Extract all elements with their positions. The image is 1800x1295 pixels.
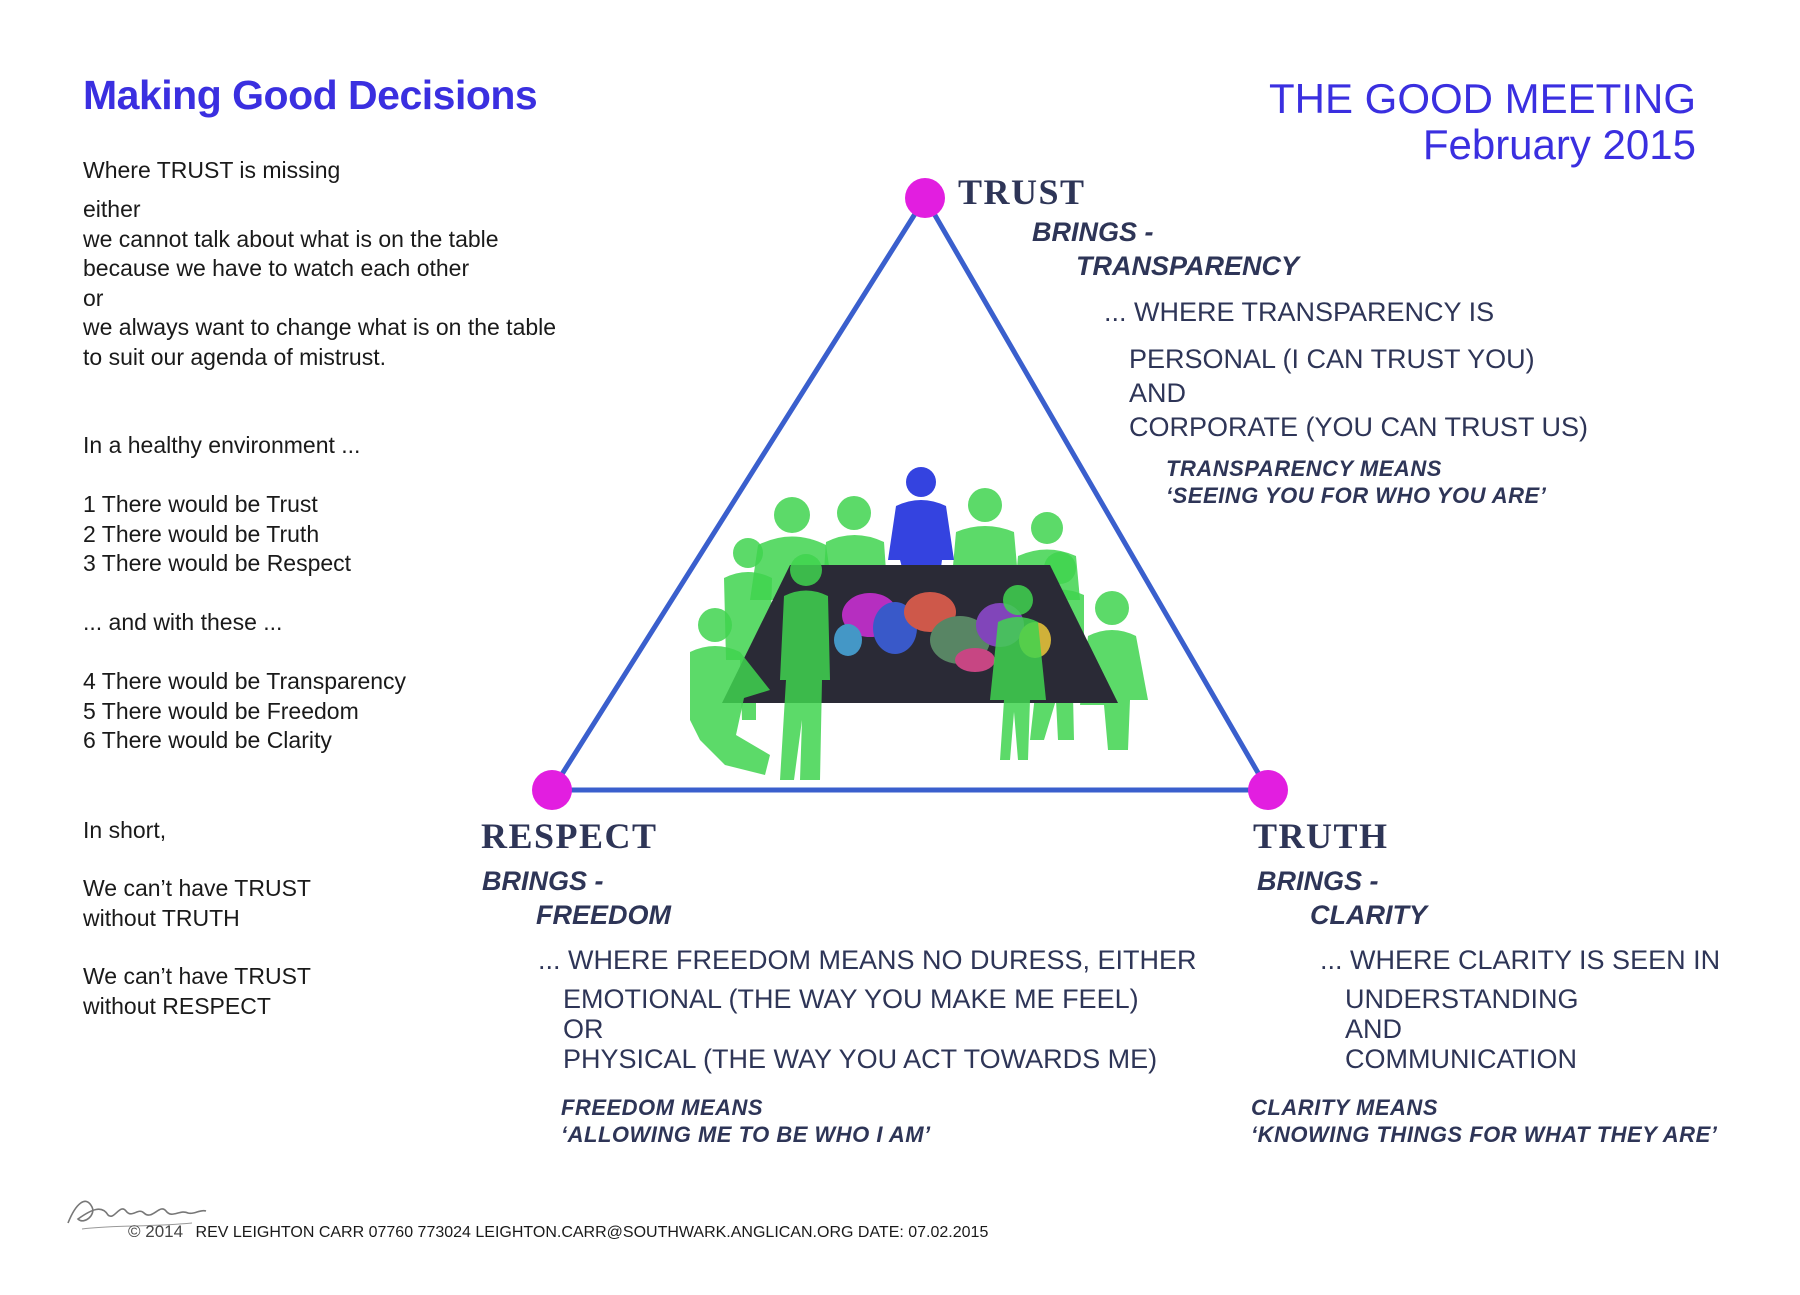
- either-line: we cannot talk about what is on the tabl…: [83, 225, 499, 252]
- either-line: we always want to change what is on the …: [83, 314, 557, 340]
- result-item: 6 There would be Clarity: [83, 727, 332, 753]
- page-title: Making Good Decisions: [83, 72, 538, 118]
- foreground-figures: [690, 554, 1046, 780]
- either-line: to suit our agenda of mistrust.: [83, 343, 386, 370]
- respect-means-line: FREEDOM MEANS: [561, 1095, 764, 1120]
- trust-result: TRANSPARENCY: [1076, 251, 1300, 281]
- figure-front-woman: [990, 585, 1046, 760]
- trust-means: TRANSPARENCY MEANS ‘SEEING YOU FOR WHO Y…: [1166, 455, 1546, 509]
- either-line: because we have to watch each other: [83, 255, 470, 281]
- copyright-text: © 2014: [128, 1222, 184, 1241]
- trust-node: [905, 178, 945, 218]
- respect-where-line: OR: [563, 1014, 604, 1044]
- truth-means-line: ‘KNOWING THINGS FOR WHAT THEY ARE’: [1251, 1122, 1718, 1147]
- respect-where-line: PHYSICAL (THE WAY YOU ACT TOWARDS ME): [563, 1044, 1158, 1074]
- truth-where-lines: UNDERSTANDING AND COMMUNICATION: [1345, 984, 1579, 1074]
- leader-figure: [888, 467, 954, 575]
- result-item: 5 There would be Freedom: [83, 697, 359, 724]
- truth-means: CLARITY MEANS ‘KNOWING THINGS FOR WHAT T…: [1251, 1094, 1717, 1148]
- respect-requirement-line: without RESPECT: [83, 992, 271, 1019]
- respect-label: RESPECT: [481, 816, 658, 856]
- figure-front-left-seated: [690, 608, 770, 775]
- trust-means-line: TRANSPARENCY MEANS: [1166, 456, 1442, 481]
- decision-triangle: [549, 195, 1271, 793]
- trust-missing-heading: Where TRUST is missing: [83, 157, 341, 183]
- trust-where-lines: PERSONAL (I CAN TRUST YOU) AND CORPORATE…: [1129, 342, 1588, 444]
- footer: © 2014 REV LEIGHTON CARR 07760 773024 LE…: [128, 1222, 988, 1242]
- meeting-table: [722, 565, 1118, 703]
- trust-label: TRUST: [958, 172, 1086, 212]
- truth-where-line: COMMUNICATION: [1345, 1044, 1577, 1074]
- figure-left-standing: [724, 538, 772, 720]
- trust-where-intro: ... WHERE TRANSPARENCY IS: [1104, 297, 1495, 327]
- truth-label: TRUTH: [1253, 816, 1389, 856]
- respect-where-lines: EMOTIONAL (THE WAY YOU MAKE ME FEEL) OR …: [563, 984, 1157, 1074]
- meeting-title: THE GOOD MEETING: [1268, 75, 1696, 122]
- healthy-item: 2 There would be Truth: [83, 520, 320, 547]
- respect-where-intro: ... WHERE FREEDOM MEANS NO DURESS, EITHE…: [538, 945, 1197, 975]
- in-short-text: In short,: [83, 817, 167, 843]
- result-list: 4 There would be Transparency 5 There wo…: [83, 667, 406, 756]
- truth-where-line: UNDERSTANDING: [1345, 984, 1579, 1014]
- respect-where-line: EMOTIONAL (THE WAY YOU MAKE ME FEEL): [563, 984, 1139, 1014]
- trust-where-line: AND: [1129, 378, 1187, 408]
- either-line: or: [83, 284, 104, 311]
- truth-result: CLARITY: [1310, 900, 1427, 930]
- trust-where-line: CORPORATE (YOU CAN TRUST US): [1129, 412, 1589, 442]
- respect-node: [532, 770, 572, 810]
- trust-brings: BRINGS -: [1032, 217, 1154, 247]
- respect-means-line: ‘ALLOWING ME TO BE WHO I AM’: [561, 1122, 931, 1147]
- result-item: 4 There would be Transparency: [83, 668, 407, 694]
- figure-front-center: [780, 554, 830, 780]
- healthy-intro: In a healthy environment ...: [83, 432, 361, 458]
- meeting-heading: THE GOOD MEETING February 2015: [1269, 76, 1696, 168]
- meeting-figures-group: [724, 488, 1148, 750]
- respect-brings: BRINGS -: [482, 866, 604, 896]
- either-line: either: [83, 196, 141, 222]
- figure-right-seated: [1080, 591, 1148, 750]
- either-block: either we cannot talk about what is on t…: [83, 195, 556, 372]
- trust-where-line: PERSONAL (I CAN TRUST YOU): [1129, 344, 1535, 374]
- truth-requirement: We can’t have TRUST without TRUTH: [83, 874, 311, 933]
- healthy-list: 1 There would be Trust 2 There would be …: [83, 490, 351, 579]
- truth-requirement-line: We can’t have TRUST: [83, 875, 311, 901]
- healthy-item: 3 There would be Respect: [83, 550, 352, 576]
- respect-result: FREEDOM: [536, 900, 671, 930]
- footer-contact: REV LEIGHTON CARR 07760 773024 LEIGHTON.…: [195, 1224, 989, 1241]
- respect-means: FREEDOM MEANS ‘ALLOWING ME TO BE WHO I A…: [561, 1094, 931, 1148]
- truth-where-line: AND: [1345, 1014, 1403, 1044]
- truth-node: [1248, 770, 1288, 810]
- trust-means-line: ‘SEEING YOU FOR WHO YOU ARE’: [1166, 483, 1547, 508]
- respect-requirement: We can’t have TRUST without RESPECT: [83, 962, 311, 1021]
- with-these-text: ... and with these ...: [83, 609, 283, 635]
- truth-where-intro: ... WHERE CLARITY IS SEEN IN: [1320, 945, 1721, 975]
- signature-icon: [67, 1200, 207, 1230]
- truth-means-line: CLARITY MEANS: [1251, 1095, 1438, 1120]
- truth-brings: BRINGS -: [1257, 866, 1379, 896]
- healthy-item: 1 There would be Trust: [83, 491, 318, 517]
- meeting-date: February 2015: [1422, 121, 1696, 168]
- truth-requirement-line: without TRUTH: [83, 904, 240, 931]
- respect-requirement-line: We can’t have TRUST: [83, 963, 311, 989]
